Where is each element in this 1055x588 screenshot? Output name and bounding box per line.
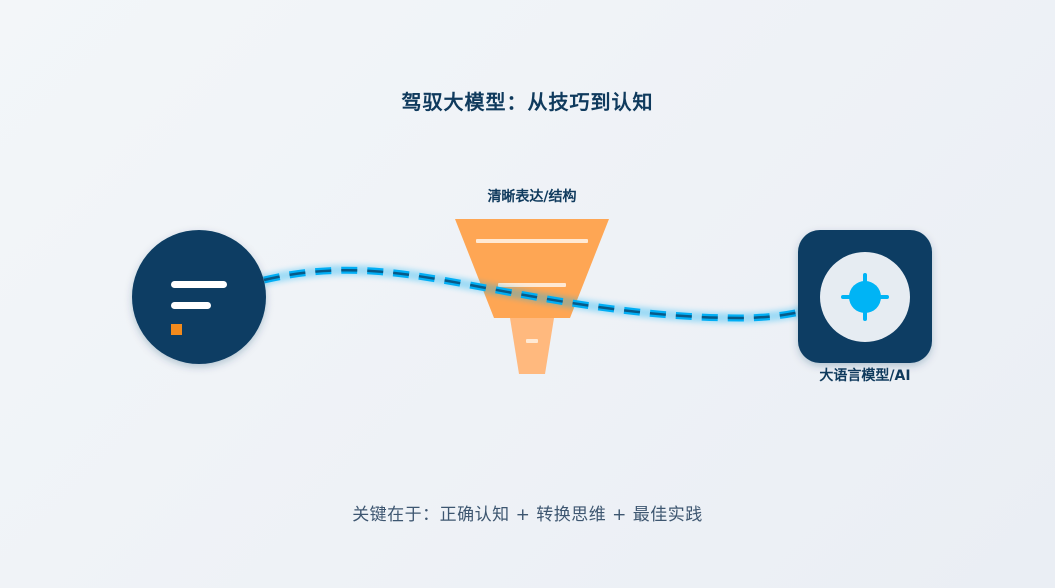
crosshair-target-icon [820, 252, 910, 342]
input-node [132, 230, 266, 364]
funnel-label: 清晰表达/结构 [487, 189, 577, 205]
funnel-stem [510, 318, 554, 374]
text-lines-icon [171, 281, 227, 335]
funnel-line-3 [526, 339, 538, 343]
ai-label: 大语言模型/AI [819, 368, 911, 384]
funnel-line-2 [498, 283, 566, 287]
caption: 关键在于：正确认知 + 转换思维 + 最佳实践 [352, 505, 703, 525]
funnel-line-1 [476, 239, 588, 243]
diagram-title: 驾驭大模型：从技巧到认知 [401, 90, 654, 114]
flow-path [259, 265, 805, 324]
